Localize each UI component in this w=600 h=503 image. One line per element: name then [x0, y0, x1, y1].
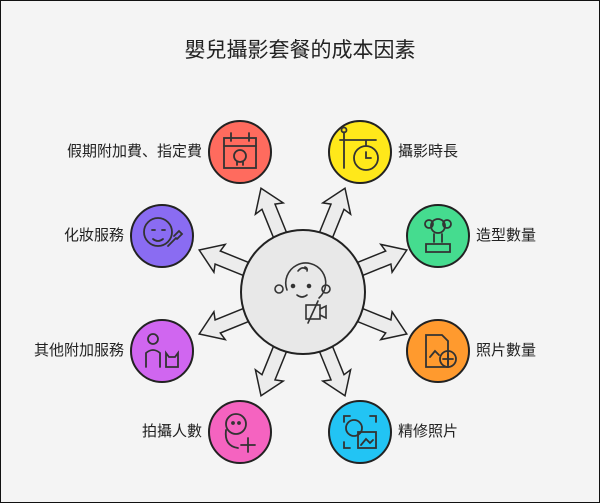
baby-camera-icon [274, 262, 331, 324]
factor-node-7 [130, 204, 194, 268]
calendar-skull-icon [223, 132, 257, 169]
center-circle [240, 229, 366, 355]
factor-node-5 [208, 400, 272, 464]
factor-node-6 [130, 319, 194, 383]
photo-retouch-icon [343, 415, 377, 449]
factor-circle [130, 204, 194, 268]
factor-label: 造型數量 [476, 226, 537, 244]
costume-icon [424, 218, 452, 253]
factor-circle [328, 120, 392, 184]
factor-label: 其他附加服務 [33, 341, 124, 359]
factor-circle [406, 319, 470, 383]
factor-label: 攝影時長 [398, 142, 459, 160]
factor-node-4 [328, 400, 392, 464]
photo-add-icon [425, 334, 457, 368]
factor-label: 假期附加費、指定費 [66, 142, 202, 160]
factor-label: 拍攝人數 [141, 422, 202, 440]
factor-circle [130, 319, 194, 383]
baby-add-icon [224, 413, 256, 453]
factor-node-3 [406, 319, 470, 383]
factor-node-0 [208, 120, 272, 184]
factor-node-1 [328, 120, 392, 184]
factor-circle [406, 204, 470, 268]
clock-sign-icon [339, 126, 379, 171]
factor-label: 化妝服務 [63, 226, 124, 244]
factor-circle [208, 120, 272, 184]
factor-node-2 [406, 204, 470, 268]
person-cat-icon [145, 333, 179, 368]
factor-circle [208, 400, 272, 464]
diagram-title: 嬰兒攝影套餐的成本因素 [184, 38, 416, 62]
makeup-face-icon [143, 217, 184, 247]
factor-label: 照片數量 [476, 341, 537, 359]
factor-label: 精修照片 [398, 422, 459, 440]
